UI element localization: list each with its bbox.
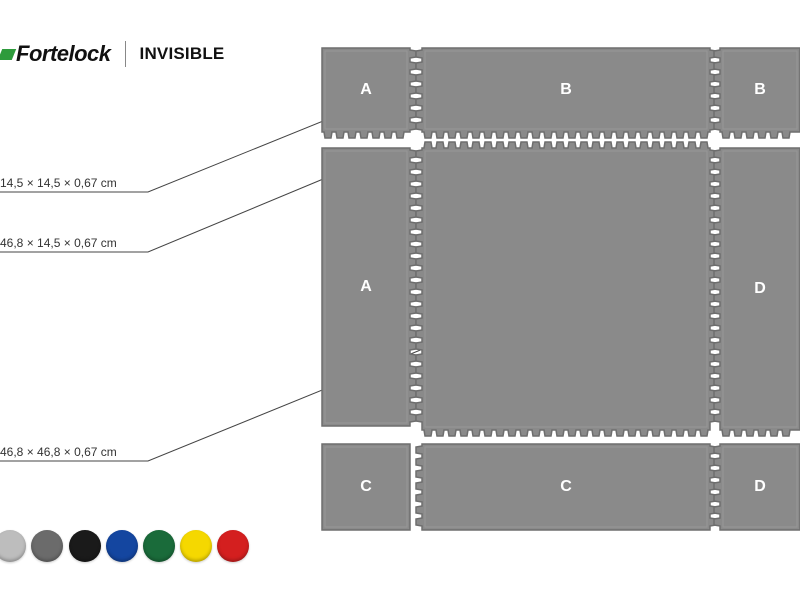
fortelock-logo: Fortelock bbox=[0, 41, 111, 67]
tile-shape bbox=[713, 47, 800, 139]
tile-label: B bbox=[754, 81, 766, 98]
dimension-corner: 14,5 × 14,5 × 0,67 cm bbox=[0, 176, 117, 190]
tile-middle-left: A bbox=[321, 147, 417, 427]
tile-shape bbox=[415, 443, 717, 531]
tile-label: A bbox=[360, 81, 372, 98]
swatch-blue[interactable] bbox=[106, 530, 138, 562]
tile-label: C bbox=[360, 478, 372, 495]
tile-shape bbox=[321, 47, 417, 139]
tile-bottom-middle: C bbox=[415, 443, 717, 531]
tile-bottom-right: D bbox=[713, 443, 800, 531]
tile-shape bbox=[415, 47, 717, 139]
tile-bevel bbox=[424, 50, 708, 130]
swatch-red[interactable] bbox=[217, 530, 249, 562]
product-name: INVISIBLE bbox=[139, 44, 225, 63]
tile-outline bbox=[321, 443, 411, 531]
swatch-dark-grey[interactable] bbox=[31, 530, 63, 562]
tile-outline bbox=[713, 443, 800, 531]
tile-label: D bbox=[754, 280, 766, 297]
swatch-light-grey[interactable] bbox=[0, 530, 26, 562]
swatch-green[interactable] bbox=[143, 530, 175, 562]
tile-middle-right: D bbox=[713, 147, 800, 437]
brand-name: Fortelock bbox=[16, 41, 111, 66]
logo-mark-icon bbox=[0, 44, 14, 64]
swatch-black[interactable] bbox=[69, 530, 101, 562]
tile-shape bbox=[713, 147, 800, 437]
tile-bevel bbox=[324, 446, 408, 528]
tile-shape bbox=[415, 141, 717, 437]
dimension-edge: 46,8 × 14,5 × 0,67 cm bbox=[0, 236, 117, 250]
tile-bevel bbox=[722, 150, 798, 428]
tile-bottom-left: C bbox=[321, 443, 411, 531]
tile-label: B bbox=[560, 81, 572, 98]
tile-outline bbox=[415, 141, 717, 437]
tile-outline bbox=[713, 147, 800, 437]
tile-top-left: A bbox=[321, 47, 417, 139]
tile-bevel bbox=[424, 150, 708, 428]
dimension-tile: 46,8 × 46,8 × 0,67 cm bbox=[0, 445, 117, 459]
tile-top-middle: B bbox=[415, 47, 717, 139]
tile-outline bbox=[415, 47, 717, 139]
tile-shape bbox=[713, 443, 800, 531]
tile-outline bbox=[321, 47, 417, 139]
brand-divider bbox=[124, 41, 126, 67]
brand-header: Fortelock INVISIBLE bbox=[0, 40, 224, 68]
tile-label: A bbox=[360, 278, 372, 295]
tile-center bbox=[415, 141, 717, 437]
tile-bevel bbox=[424, 446, 708, 528]
tile-bevel bbox=[324, 50, 408, 130]
tile-outline bbox=[415, 443, 717, 531]
tile-bevel bbox=[324, 150, 408, 424]
tile-label: C bbox=[560, 478, 572, 495]
swatch-yellow[interactable] bbox=[180, 530, 212, 562]
tile-outline bbox=[713, 47, 800, 139]
tile-bevel bbox=[722, 50, 798, 130]
tile-top-right: B bbox=[713, 47, 800, 139]
tile-label: D bbox=[754, 478, 766, 495]
tile-shape bbox=[321, 443, 411, 531]
tile-bevel bbox=[722, 446, 798, 528]
